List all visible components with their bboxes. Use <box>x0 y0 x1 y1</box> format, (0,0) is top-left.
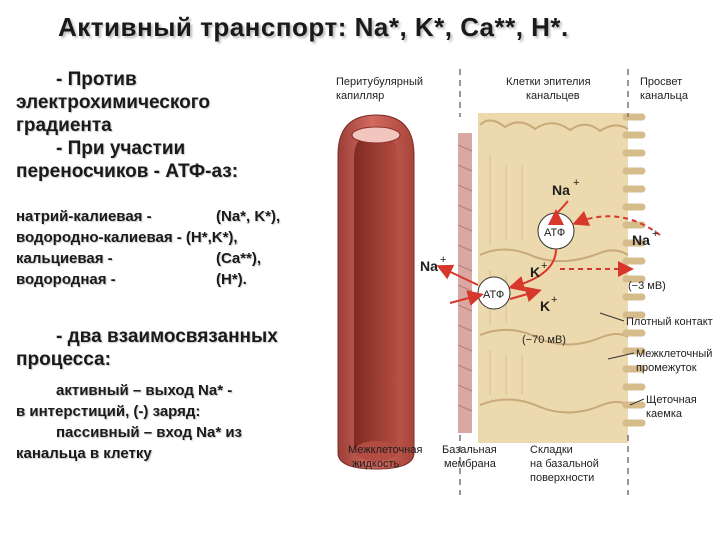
pump-ions: (Ca**), <box>216 250 262 267</box>
intro-line: - При участии <box>56 138 186 159</box>
transport-arrows <box>436 200 661 306</box>
peritubular-capillary <box>337 114 415 470</box>
pump-row: водородная - (H*). <box>16 269 280 290</box>
capillary-label-1: Перитубулярный <box>336 76 423 88</box>
compartment-dividers <box>459 69 629 495</box>
membrane-label-1: Базальная <box>442 444 497 456</box>
lumen-label-2: канальца <box>640 90 689 102</box>
label-pointers <box>599 312 645 406</box>
intro-line: электрохимического <box>16 92 210 113</box>
atp-label-upper: АТФ <box>544 227 565 239</box>
pump-list: натрий-калиевая - (Na*, K*), водородно-к… <box>16 206 280 290</box>
detail-line: канальца в клетку <box>16 445 152 462</box>
k-ion-low-charge: + <box>551 294 557 306</box>
processes-line: процесса: <box>16 349 111 370</box>
fluid-label-2: жидкость <box>352 458 400 470</box>
lumen-label-1: Просвет <box>640 76 682 88</box>
folds-label-1: Складки <box>530 444 573 456</box>
capillary-label-2: капилляр <box>336 90 384 102</box>
slide-title: Активный транспорт: Na*, K*, Ca**, H*. <box>58 12 569 42</box>
na-ion-left: Na <box>420 258 438 274</box>
na-ion-right: Na <box>632 232 650 248</box>
fluid-label-1: Межклеточная <box>348 444 422 456</box>
transport-diagram: Перитубулярный капилляр Клетки эпителия … <box>336 69 713 495</box>
na-ion-top: Na <box>552 182 570 198</box>
pump-ions: (H*). <box>216 271 247 288</box>
brush-border-label-2: каемка <box>646 408 683 420</box>
atp-label-lower: АТФ <box>483 289 504 301</box>
pump-row: натрий-калиевая - (Na*, K*), <box>16 206 280 227</box>
epithelium-label-1: Клетки эпителия <box>506 76 591 88</box>
pump-ions: (Na*, K*), <box>216 208 281 225</box>
folds-label-3: поверхности <box>530 472 594 484</box>
epithelial-cells <box>478 113 646 443</box>
k-ion-mid: K <box>530 264 540 280</box>
intro-line: градиента <box>16 115 112 136</box>
lumen-potential: (−3 мВ) <box>628 280 666 292</box>
pump-name: кальциевая - <box>16 250 113 267</box>
pump-name: водородная - <box>16 271 116 288</box>
pump-row: водородно-калиевая - (H*,K*), <box>16 227 280 248</box>
na-ion-top-charge: + <box>573 177 579 189</box>
pump-name: водородно-калиевая - (H*,K*), <box>16 229 238 246</box>
intro-text: - Против электрохимического градиента - … <box>16 68 238 183</box>
basal-membrane-hatch <box>457 144 473 412</box>
pump-name: натрий-калиевая - <box>16 208 152 225</box>
intro-line: переносчиков - АТФ-аз: <box>16 161 239 182</box>
detail-line: активный – выход Na* - <box>56 382 233 399</box>
membrane-label-2: мембрана <box>444 458 497 470</box>
k-ion-low: K <box>540 298 550 314</box>
na-ion-left-charge: + <box>440 254 446 266</box>
pump-row: кальциевая - (Ca**), <box>16 248 280 269</box>
processes-line: - два взаимосвязанных <box>56 326 278 347</box>
intercellular-label-1: Межклеточный <box>636 348 712 360</box>
atpase-pump-upper: АТФ <box>537 212 575 250</box>
detail-line: в интерстиций, (-) заряд: <box>16 403 201 420</box>
process-details: активный – выход Na* - в интерстиций, (-… <box>16 380 242 464</box>
basal-membrane <box>458 133 472 433</box>
atpase-pump-lower: АТФ <box>477 276 511 310</box>
na-ion-right-charge: + <box>652 228 658 240</box>
cell-potential: (−70 мВ) <box>522 334 566 346</box>
processes-text: - два взаимосвязанных процесса: <box>16 325 278 371</box>
intro-line: - Против <box>56 69 137 90</box>
intercellular-label-2: промежуток <box>636 362 697 374</box>
epithelium-label-2: канальцев <box>526 90 580 102</box>
brush-border-label-1: Щеточная <box>646 394 697 406</box>
folds-label-2: на базальной <box>530 458 599 470</box>
tubule-transport-figure: Перитубулярный капилляр Клетки эпителия … <box>330 55 718 518</box>
tight-junction-label: Плотный контакт <box>626 316 713 328</box>
k-ion-mid-charge: + <box>541 260 547 272</box>
detail-line: пассивный – вход Na* из <box>56 424 242 441</box>
